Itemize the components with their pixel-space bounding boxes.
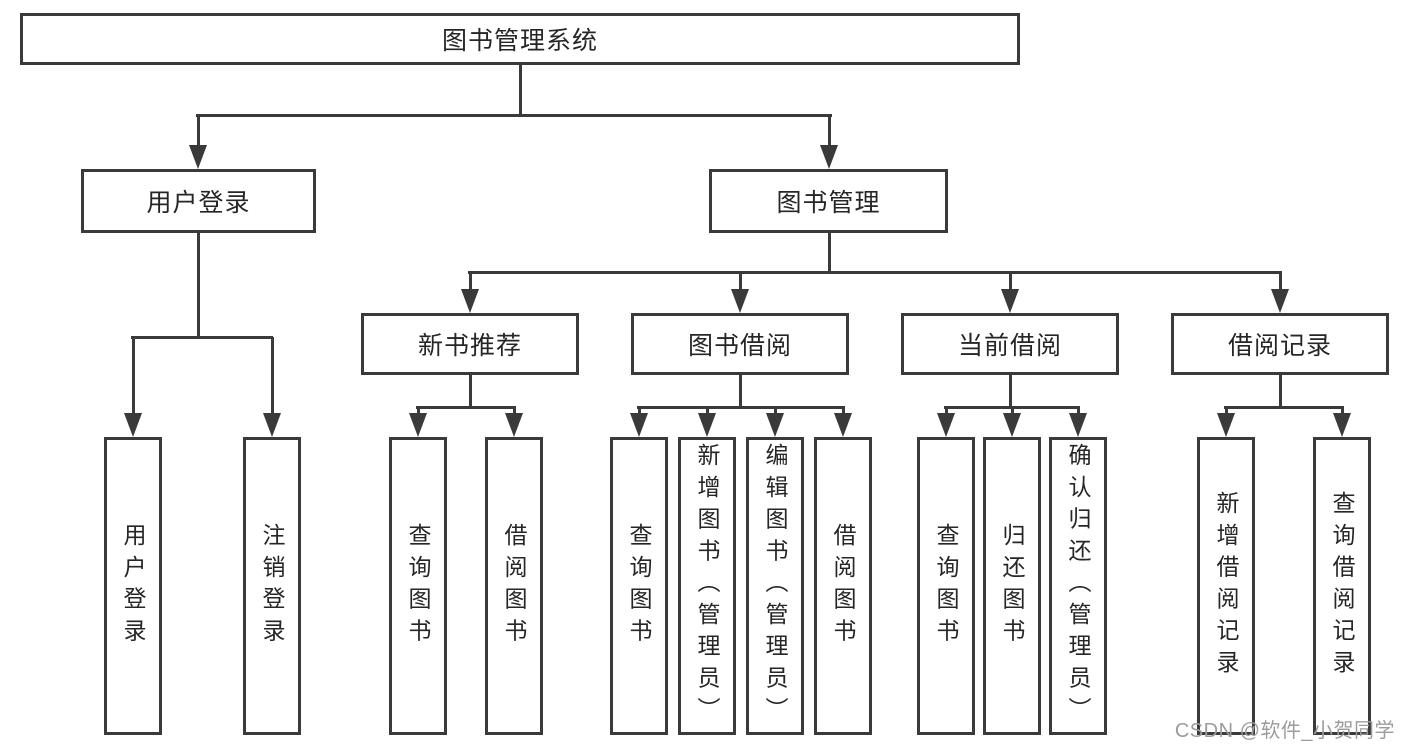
arrow-down-icon <box>698 413 716 437</box>
node-user-login: 用户登录 <box>81 169 316 233</box>
connector-line <box>706 407 709 417</box>
node-leaf-query-borrow-record: 查询借阅记录 <box>1313 437 1371 735</box>
arrow-down-icon <box>461 289 479 313</box>
arrow-down-icon <box>1333 413 1351 437</box>
connector-line <box>774 407 777 417</box>
node-leaf-confirm-return-admin: 确认归还（管理员） <box>1049 437 1107 735</box>
arrow-down-icon <box>1217 413 1235 437</box>
connector-line <box>638 407 641 417</box>
connector-line <box>739 375 742 407</box>
connector-line <box>469 375 472 407</box>
arrow-down-icon <box>409 413 427 437</box>
node-leaf-query-book-borrow: 查询图书 <box>610 437 668 735</box>
connector-line <box>828 115 831 148</box>
arrow-down-icon <box>505 413 523 437</box>
node-leaf-return-book: 归还图书 <box>983 437 1041 735</box>
arrow-down-icon <box>834 413 852 437</box>
csdn-watermark: CSDN @软件_小贺同学 <box>1174 720 1395 742</box>
arrow-down-icon <box>263 413 281 437</box>
arrow-down-icon <box>1069 413 1087 437</box>
connector-line <box>1224 406 1344 409</box>
connector-line <box>513 407 516 417</box>
connector-line <box>1011 407 1014 417</box>
connector-line <box>131 336 273 339</box>
arrow-down-icon <box>1003 413 1021 437</box>
node-book-management: 图书管理 <box>709 169 948 233</box>
connector-line <box>271 337 274 415</box>
arrow-down-icon <box>820 145 838 169</box>
arrow-down-icon <box>766 413 784 437</box>
arrow-down-icon <box>1271 289 1289 313</box>
connector-line <box>1279 375 1282 407</box>
node-current-borrow: 当前借阅 <box>901 313 1119 375</box>
node-leaf-edit-book-admin: 编辑图书（管理员） <box>746 437 804 735</box>
node-leaf-query-book-current: 查询图书 <box>917 437 975 735</box>
connector-line <box>197 115 200 148</box>
node-leaf-borrow-book-recommend: 借阅图书 <box>485 437 543 735</box>
connector-line <box>519 65 522 115</box>
arrow-down-icon <box>124 413 142 437</box>
connector-line <box>1225 407 1228 417</box>
node-root-library-system: 图书管理系统 <box>20 13 1020 65</box>
connector-line <box>1009 375 1012 407</box>
connector-line <box>469 272 472 292</box>
connector-line <box>828 233 831 272</box>
arrow-down-icon <box>189 145 207 169</box>
connector-line <box>416 406 516 409</box>
arrow-down-icon <box>630 413 648 437</box>
connector-line <box>637 406 845 409</box>
arrow-down-icon <box>731 289 749 313</box>
node-book-borrow: 图书借阅 <box>631 313 849 375</box>
connector-line <box>1009 272 1012 292</box>
node-leaf-borrow-book: 借阅图书 <box>814 437 872 735</box>
node-leaf-user-login: 用户登录 <box>104 437 162 735</box>
connector-line <box>468 271 1282 274</box>
connector-line <box>197 233 200 337</box>
node-leaf-query-book-recommend: 查询图书 <box>389 437 447 735</box>
arrow-down-icon <box>1001 289 1019 313</box>
arrow-down-icon <box>937 413 955 437</box>
connector-line <box>739 272 742 292</box>
connector-line <box>945 407 948 417</box>
node-leaf-add-book-admin: 新增图书（管理员） <box>678 437 736 735</box>
node-borrow-records: 借阅记录 <box>1171 313 1389 375</box>
node-leaf-logout: 注销登录 <box>243 437 301 735</box>
node-leaf-add-borrow-record: 新增借阅记录 <box>1197 437 1255 735</box>
connector-line <box>132 337 135 415</box>
connector-line <box>1077 407 1080 417</box>
connector-line <box>1341 407 1344 417</box>
connector-line <box>196 114 832 117</box>
connector-line <box>842 407 845 417</box>
node-new-book-recommend: 新书推荐 <box>361 313 579 375</box>
connector-line <box>1279 272 1282 292</box>
connector-line <box>417 407 420 417</box>
